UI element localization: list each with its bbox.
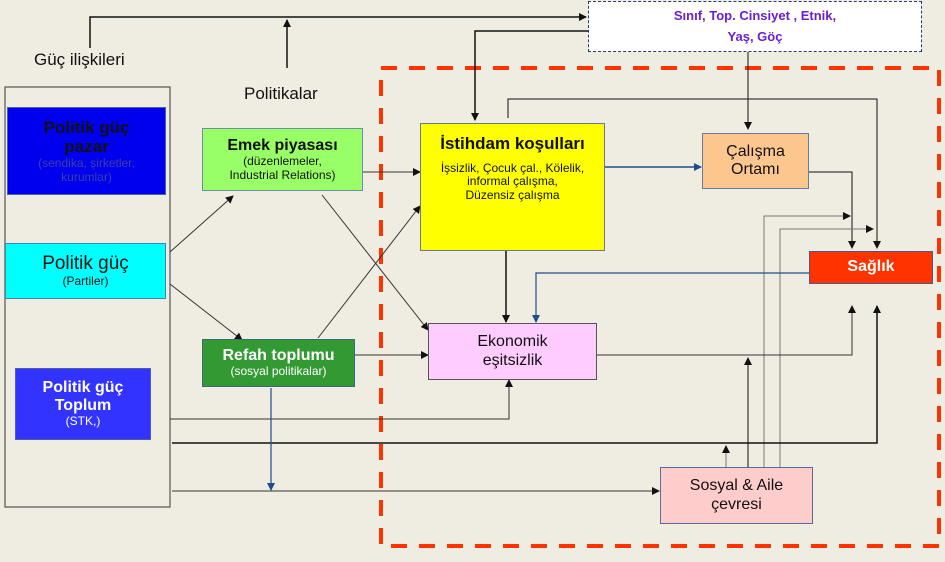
node-politik-guc-toplum[interactable]: Politik güç Toplum (STK,)	[15, 368, 151, 440]
node-istihdam-sub-3: Düzensiz çalışma	[465, 188, 560, 203]
connector-saglik-to-ekonomik	[532, 272, 809, 323]
health-system-boundary	[379, 66, 941, 548]
connector-sosyal-to-saglik-2	[779, 225, 874, 468]
node-calisma-line-1: Çalışma	[726, 142, 785, 160]
node-saglik-title: Sağlık	[847, 258, 895, 276]
connector-partiler-to-emek	[169, 195, 234, 253]
node-refah-title: Refah toplumu	[222, 346, 335, 364]
node-istihdam-kosullari[interactable]: İstihdam koşulları İşsizlik, Çocuk çal.,…	[420, 123, 605, 251]
connector-toplum-to-ekonomik	[170, 379, 513, 420]
node-emek-sub-2: Industrial Relations)	[229, 167, 336, 182]
node-politik-guc-partiler[interactable]: Politik güç (Partiler)	[5, 243, 166, 299]
connector-ekonomik-to-saglik	[597, 305, 856, 356]
connector-emek-to-ekonomik	[321, 194, 429, 331]
node-emek-title: Emek piyasası	[227, 136, 338, 154]
node-ekonomik-line-1: Ekonomik	[477, 333, 548, 351]
node-calisma-ortami[interactable]: Çalışma Ortamı	[702, 133, 809, 189]
connector-istihdam-to-saglik	[507, 98, 881, 249]
node-toplum-title-1: Politik güç	[42, 378, 124, 396]
node-pazar-sub-2: kurumlar)	[61, 169, 112, 184]
node-pazar-title-1: Politik güç	[43, 117, 130, 137]
node-istihdam-title: İstihdam koşulları	[440, 134, 585, 153]
node-sinif[interactable]: Sınıf, Top. Cinsiyet , Etnik, Yaş, Göç	[588, 1, 922, 52]
node-istihdam-sub-2: informal çalışma,	[467, 174, 558, 189]
node-partiler-sub: (Partiler)	[62, 274, 109, 289]
label-guc-iliskileri: Güç ilişkileri	[34, 50, 125, 69]
node-sosyal-line-1: Sosyal & Aile	[689, 477, 784, 495]
connector-partiler-to-refah	[169, 283, 243, 341]
node-emek-sub-1: (düzenlemeler,	[243, 153, 322, 168]
node-sosyal-line-2: çevresi	[711, 495, 762, 513]
node-toplum-sub: (STK,)	[65, 414, 101, 429]
connector-sosyal-to-saglik-1	[763, 212, 851, 468]
node-sinif-line-1: Sınıf, Top. Cinsiyet , Etnik,	[673, 7, 837, 23]
node-politik-guc-pazar[interactable]: Politik güç pazar (sendika, şirketler, k…	[7, 107, 166, 195]
node-calisma-line-2: Ortamı	[731, 161, 780, 178]
node-sinif-line-2: Yaş, Göç	[727, 28, 783, 44]
label-politikalar: Politikalar	[244, 84, 318, 103]
node-ekonomik-line-2: eşitsizlik	[482, 351, 543, 369]
node-ekonomik-esitsizlik[interactable]: Ekonomik eşitsizlik	[428, 323, 597, 380]
node-refah-toplumu[interactable]: Refah toplumu (sosyal politikalar)	[202, 339, 355, 387]
node-saglik[interactable]: Sağlık	[809, 251, 933, 284]
connector-power-to-saglik	[172, 305, 881, 444]
node-sosyal-aile[interactable]: Sosyal & Aile çevresi	[660, 467, 813, 524]
node-partiler-title: Politik güç	[42, 253, 129, 275]
node-pazar-sub-1: (sendika, şirketler,	[38, 155, 135, 170]
node-emek-piyasasi[interactable]: Emek piyasası (düzenlemeler, Industrial …	[202, 128, 363, 191]
connector-calisma-to-saglik	[809, 171, 856, 249]
node-istihdam-sub-1: İşsizlik, Çocuk çal., Kölelik,	[440, 160, 585, 175]
node-toplum-title-2: Toplum	[54, 397, 112, 415]
connector-sinif-to-istihdam	[471, 30, 588, 121]
node-refah-sub: (sosyal politikalar)	[230, 364, 327, 379]
node-pazar-title-2: pazar	[64, 137, 109, 157]
connector-refah-to-istihdam	[317, 205, 421, 339]
connector-power-to-sinif	[89, 13, 587, 48]
